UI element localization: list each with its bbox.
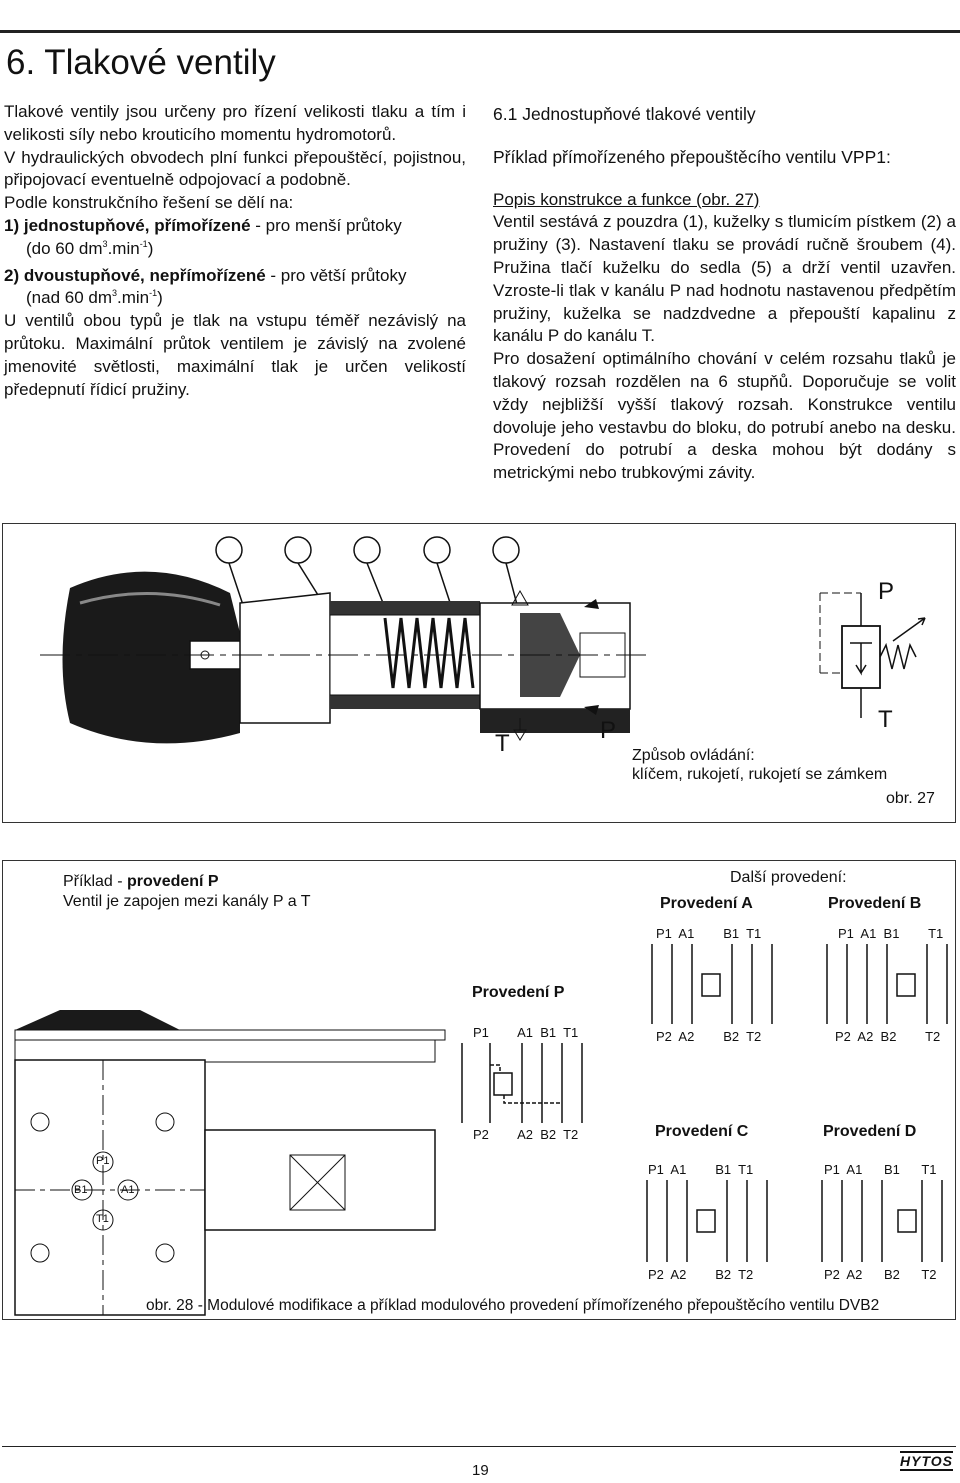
valve-drawing xyxy=(40,536,926,744)
variant-B-title: Provedení B xyxy=(828,895,922,912)
control-label: Způsob ovládání: xyxy=(632,747,755,764)
right-column: 6.1 Jednostupňové tlakové ventily Příkla… xyxy=(493,103,956,485)
type-item-1: 1) jednostupňové, přímořízené - pro menš… xyxy=(4,215,402,235)
variant-P-top-ports: P1 A1 B1 T1 xyxy=(473,1025,579,1040)
variant-C-top-ports: P1 A1 B1 T1 xyxy=(648,1162,754,1177)
modular-valve-drawing xyxy=(14,1010,446,1316)
variant-C-symbol xyxy=(646,1180,768,1262)
note-paragraph: U ventilů obou typů je tlak na vstupu té… xyxy=(4,311,466,399)
variant-P-symbol xyxy=(461,1043,583,1123)
block-port-P1: P1 xyxy=(96,1155,110,1167)
figure-28-frame xyxy=(2,860,956,1320)
valve-port-P: P xyxy=(600,717,617,744)
page-number: 19 xyxy=(472,1462,489,1479)
page-title-bar: 6. Tlakové ventily xyxy=(0,30,960,95)
figure-27-caption: obr. 27 xyxy=(886,790,935,807)
variant-C-bottom-ports: P2 A2 B2 T2 xyxy=(648,1267,754,1282)
variant-C-title: Provedení C xyxy=(655,1123,749,1140)
left-column: Tlakové ventily jsou určeny pro řízení v… xyxy=(4,101,466,401)
variant-B-top-ports: P1 A1 B1 T1 xyxy=(838,926,944,941)
type-item-2: 2) dvoustupňové, nepřímořízené - pro vět… xyxy=(4,265,407,285)
block-port-A1: A1 xyxy=(121,1184,135,1196)
other-variants-label: Další provedení: xyxy=(730,869,847,886)
variant-D-top-ports: P1 A1 B1 T1 xyxy=(824,1162,937,1177)
variant-A-symbol xyxy=(651,944,773,1024)
variant-D-bottom-ports: P2 A2 B2 T2 xyxy=(824,1267,937,1282)
variant-D-symbol xyxy=(821,1180,943,1262)
valve-port-T: T xyxy=(495,730,510,757)
division-paragraph: Podle konstrukčního řešení se dělí na: xyxy=(4,193,294,213)
type-item-1-flow: (do 60 dm3.min-1) xyxy=(26,238,154,258)
intro-paragraph: Tlakové ventily jsou určeny pro řízení v… xyxy=(4,102,466,144)
symbol-port-P: P xyxy=(878,578,895,605)
variant-P-bottom-ports: P2 A2 B2 T2 xyxy=(473,1127,579,1142)
page-title: 6. Tlakové ventily xyxy=(6,43,276,82)
function-paragraph: V hydraulických obvodech plní funkci pře… xyxy=(4,147,466,190)
type-item-2-flow: (nad 60 dm3.min-1) xyxy=(26,288,163,308)
description-heading: Popis konstrukce a funkce (obr. 27) xyxy=(493,189,760,209)
variant-B-symbol xyxy=(826,944,948,1024)
variant-A-bottom-ports: P2 A2 B2 T2 xyxy=(656,1029,762,1044)
description-body: Ventil sestává z pouzdra (1), kuželky s … xyxy=(493,212,956,346)
description-body-2: Pro dosažení optimálního chování v celém… xyxy=(493,349,956,483)
example-connection: Ventil je zapojen mezi kanály P a T xyxy=(63,893,311,910)
footer-rule xyxy=(2,1446,956,1447)
symbol-port-T: T xyxy=(878,706,893,733)
variant-D-title: Provedení D xyxy=(823,1123,917,1140)
figure-28-caption: obr. 28 - Modulové modifikace a příklad … xyxy=(146,1297,880,1314)
example-label: Příklad - provedení P xyxy=(63,873,219,890)
block-port-B1: B1 xyxy=(74,1184,88,1196)
figure-27-frame xyxy=(2,523,956,823)
variant-A-top-ports: P1 A1 B1 T1 xyxy=(656,926,762,941)
block-port-T1: T1 xyxy=(96,1213,109,1225)
variant-P-title: Provedení P xyxy=(472,984,565,1001)
example-heading: Příklad přímořízeného přepouštěcího vent… xyxy=(493,146,891,167)
control-value: klíčem, rukojetí, rukojetí se zámkem xyxy=(632,766,888,783)
section-heading: 6.1 Jednostupňové tlakové ventily xyxy=(493,104,756,124)
variant-A-title: Provedení A xyxy=(660,895,753,912)
hytos-logo: HYTOS xyxy=(900,1451,953,1471)
variant-B-bottom-ports: P2 A2 B2 T2 xyxy=(835,1029,941,1044)
